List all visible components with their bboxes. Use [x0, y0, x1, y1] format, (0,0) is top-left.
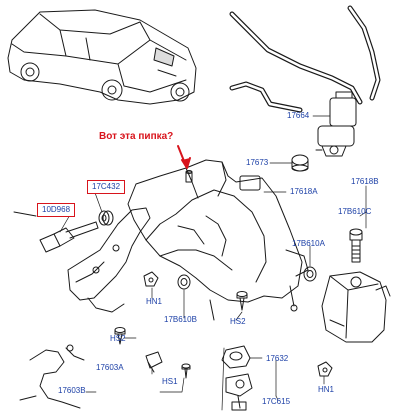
- bracket: [13, 207, 215, 321]
- callout-17B610B: 17B610B: [164, 315, 197, 324]
- nut-HN1-upper: [143, 271, 159, 287]
- callout-17673: 17673: [246, 158, 269, 167]
- callout-HS2-right: HS2: [230, 317, 246, 326]
- callout-17603B: 17603B: [58, 386, 86, 395]
- reservoir-17618A: [127, 159, 309, 312]
- callout-17618B: 17618B: [351, 177, 379, 186]
- leader-lines: [59, 115, 367, 401]
- pump-17632: [221, 345, 253, 411]
- annotation-question: Вот эта пипка?: [99, 131, 174, 142]
- sensor-10D968: [39, 221, 99, 253]
- screw-HS1: [181, 363, 191, 379]
- callout-17632: 17632: [266, 354, 289, 363]
- nipple-fitting: [185, 170, 193, 183]
- bolt-17B610C: [349, 228, 363, 263]
- callout-HS1: HS1: [162, 377, 178, 386]
- callout-HS2-left: HS2: [110, 334, 126, 343]
- wiring-harness: [19, 344, 85, 409]
- callout-10D968: 10D968: [37, 203, 76, 217]
- grommet-17673: [291, 154, 309, 172]
- callout-17B610A: 17B610A: [292, 239, 325, 248]
- car-thumbnail: [7, 9, 197, 105]
- callout-HN1-upper: HN1: [146, 297, 163, 306]
- reservoir-17618B: [321, 271, 391, 343]
- nut-HN1-lower: [317, 361, 333, 377]
- highlight-arrow: [177, 145, 191, 169]
- screw-HS2-left: [114, 327, 126, 345]
- grommet-17C432: [98, 210, 114, 226]
- callout-17B610C: 17B610C: [338, 207, 372, 216]
- callout-HN1-lower: HN1: [318, 385, 335, 394]
- grommet-17B610A: [303, 266, 317, 282]
- bracket-outline: [221, 347, 277, 411]
- clip-17603A: [145, 351, 163, 373]
- callout-17618A: 17618A: [290, 187, 318, 196]
- callout-17603A: 17603A: [96, 363, 124, 372]
- callout-17C432: 17C432: [87, 180, 126, 194]
- grommet-17B610B: [177, 274, 191, 290]
- washer-pump: [315, 91, 357, 157]
- screw-HS2-right: [236, 291, 248, 311]
- callout-17664: 17664: [287, 111, 310, 120]
- callout-17C615: 17C615: [262, 397, 291, 406]
